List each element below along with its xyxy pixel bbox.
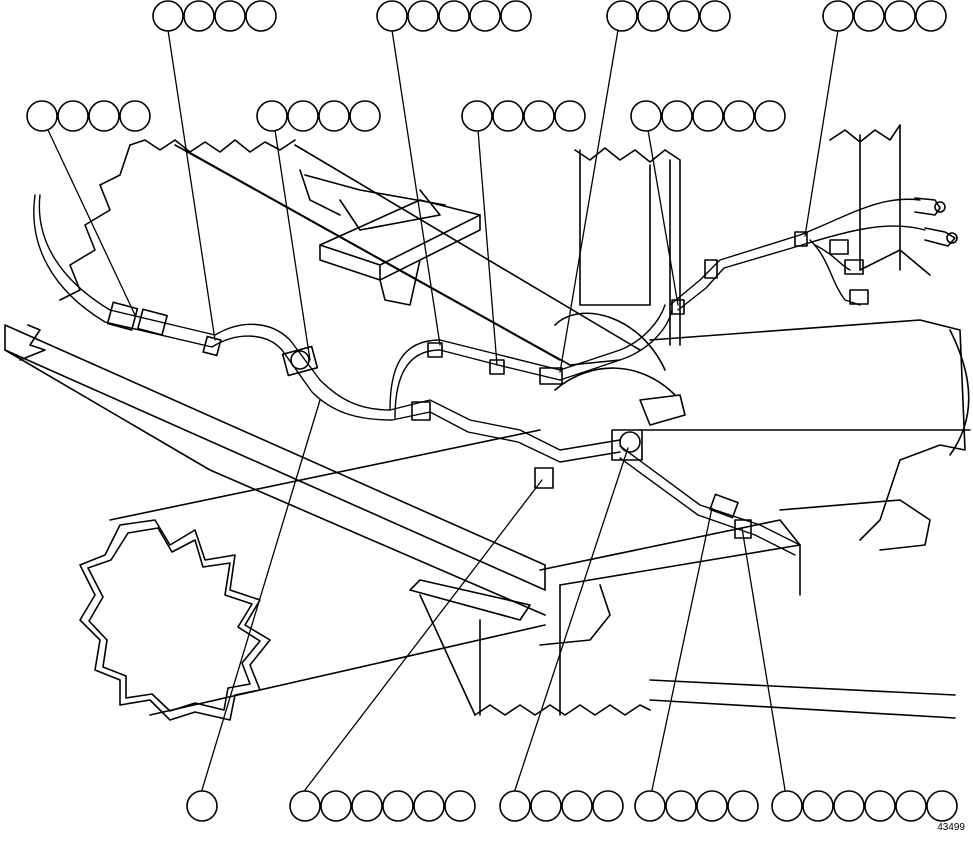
leader-lines: [47, 29, 839, 791]
upper-frame-member: [59, 139, 641, 366]
callout-circle: [915, 0, 947, 32]
step-plate: [299, 169, 481, 306]
callout-top-b: [376, 0, 532, 32]
callout-circle: [492, 100, 524, 132]
callout-circle: [376, 0, 408, 32]
callout-circle: [926, 790, 958, 822]
callout-mid-a: [26, 100, 151, 132]
tube-cross-member: [79, 429, 546, 721]
terminal-lugs: [914, 197, 958, 247]
callout-bot-a: [186, 790, 218, 822]
callout-balloons: [26, 0, 958, 822]
callout-bot-c: [499, 790, 624, 822]
callout-circle: [802, 790, 834, 822]
callout-circle: [438, 0, 470, 32]
callout-circle: [500, 0, 532, 32]
callout-circle: [699, 0, 731, 32]
callout-circle: [318, 100, 350, 132]
callout-circle: [630, 100, 662, 132]
callout-circle: [245, 0, 277, 32]
callout-circle: [289, 790, 321, 822]
callout-circle: [634, 790, 666, 822]
callout-mid-c: [461, 100, 586, 132]
callout-circle: [554, 100, 586, 132]
callout-bot-b: [289, 790, 476, 822]
cylinder-housing: [554, 312, 686, 426]
callout-circle: [444, 790, 476, 822]
callout-circle: [822, 0, 854, 32]
callout-circle: [26, 100, 58, 132]
figure-number: 43499: [937, 822, 965, 833]
callout-bot-e: [771, 790, 958, 822]
callout-circle: [256, 100, 288, 132]
callout-circle: [499, 790, 531, 822]
callout-mid-d: [630, 100, 786, 132]
right-vertical-member: [829, 124, 931, 276]
callout-circle: [152, 0, 184, 32]
callout-circle: [186, 790, 218, 822]
callout-circle: [668, 0, 700, 32]
callout-circle: [727, 790, 759, 822]
callout-circle: [57, 100, 89, 132]
callout-circle: [561, 790, 593, 822]
callout-circle: [833, 790, 865, 822]
callout-circle: [351, 790, 383, 822]
callout-circle: [853, 0, 885, 32]
right-cross-beam: [639, 319, 971, 551]
callout-circle: [119, 100, 151, 132]
callout-circle: [665, 790, 697, 822]
left-frame-rail: [4, 324, 546, 616]
callout-circle: [523, 100, 555, 132]
callout-circle: [469, 0, 501, 32]
callout-circle: [214, 0, 246, 32]
callout-circle: [884, 0, 916, 32]
harness-clamps: [106, 231, 869, 539]
callout-top-d: [822, 0, 947, 32]
callout-top-c: [606, 0, 731, 32]
callout-circle: [183, 0, 215, 32]
wiring-harness: [33, 194, 926, 556]
callout-circle: [413, 790, 445, 822]
callout-circle: [661, 100, 693, 132]
callout-circle: [754, 100, 786, 132]
callout-circle: [723, 100, 755, 132]
callout-circle: [287, 100, 319, 132]
callout-circle: [696, 790, 728, 822]
callout-circle: [637, 0, 669, 32]
callout-circle: [606, 0, 638, 32]
callout-top-a: [152, 0, 277, 32]
callout-circle: [592, 790, 624, 822]
callout-circle: [88, 100, 120, 132]
callout-circle: [407, 0, 439, 32]
callout-mid-b: [256, 100, 381, 132]
callout-circle: [895, 790, 927, 822]
callout-circle: [864, 790, 896, 822]
lower-box-frame: [409, 519, 956, 719]
callout-circle: [320, 790, 352, 822]
vertical-bracket: [574, 147, 681, 346]
callout-circle: [382, 790, 414, 822]
callout-bot-d: [634, 790, 759, 822]
callout-circle: [530, 790, 562, 822]
callout-circle: [461, 100, 493, 132]
callout-circle: [349, 100, 381, 132]
callout-circle: [692, 100, 724, 132]
callout-circle: [771, 790, 803, 822]
